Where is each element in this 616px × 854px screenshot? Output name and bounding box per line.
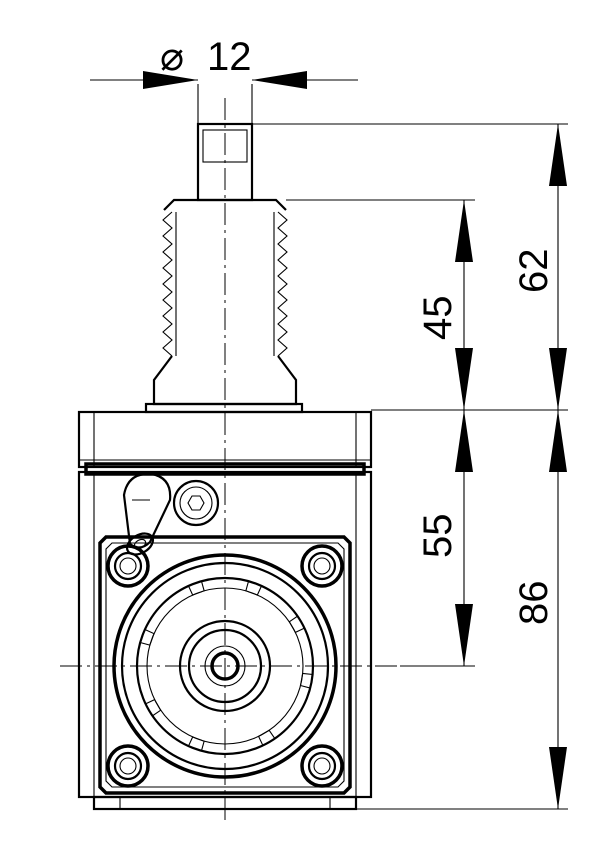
connector-tooth [139,628,155,646]
corner-screw-bottom-right [300,744,344,788]
corner-screw-bottom-left [106,744,150,788]
diameter-arrow-right [252,71,307,89]
dimension-body-height: 86 [512,410,567,809]
hex-socket-screw [172,479,220,527]
locking-lever [122,472,172,556]
center-lines [60,98,400,822]
dimension-45-label: 45 [416,296,460,341]
extension-lines [252,123,568,810]
connector-tooth [299,672,314,689]
dimension-center-height: 55 [416,410,473,666]
dimension-shaft-length: 62 [512,124,567,410]
dimension-shaft-diameter: ⌀ 12 [90,35,358,124]
connector-tooth [187,736,205,752]
corner-screw-top-right [300,544,344,588]
dimension-62-label: 62 [512,249,556,294]
connector-tooth [245,580,263,596]
connector-tooth [187,580,205,596]
diameter-value: 12 [207,35,252,79]
connector-tooth [288,615,306,634]
dimension-86-label: 86 [512,581,556,626]
connector-tooth [144,698,162,717]
connector-tooth [257,729,276,747]
front-plate [98,535,352,795]
diameter-symbol: ⌀ [160,35,184,79]
dimension-thread-length: 45 [416,200,473,410]
housing-body [77,470,373,811]
dimension-55-label: 55 [416,514,460,559]
threaded-neck [144,198,304,414]
diameter-arrow-left [143,71,198,89]
